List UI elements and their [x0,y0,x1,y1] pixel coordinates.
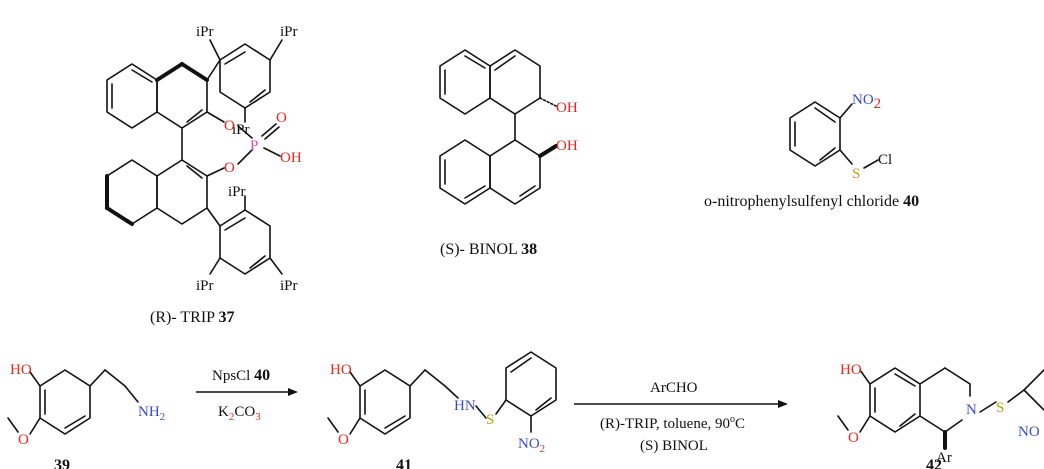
c42-number: 42 [926,457,942,469]
c41-ho-label: HO [330,362,352,378]
trip-ipr-label: iPr [280,24,298,40]
arrow2-above: ArCHO [650,380,698,396]
arrow2-binol: (S) BINOL [640,438,708,454]
trip-o-label: O [224,160,235,176]
c39-number: 39 [54,457,70,469]
trip-ipr-label: iPr [280,278,298,294]
npscl-caption: o-nitrophenylsulfenyl chloride 40 [704,193,919,210]
c41-s-label: S [486,412,494,428]
c41-hn-label: HN [454,398,476,414]
c42-s-label: S [996,400,1004,416]
npscl-cl-label: Cl [878,152,892,168]
binol-caption: (S)- BINOL 38 [440,241,537,258]
trip-o-label: O [276,110,287,126]
compound-41: HO O HN S NO2 41 [327,351,557,469]
compound-42: HO O N S Ar NO 42 [837,362,1044,469]
trip-o-label: O [224,118,235,134]
arrow-2: ArCHO (R)-TRIP, toluene, 90oC (S) BINOL [574,380,788,454]
trip-p-label: P [250,138,258,154]
npscl-no2-label: NO2 [852,92,881,112]
c42-n-label: N [966,402,977,418]
arrow-1: NpsCl 40 K2CO3 [196,367,298,423]
binol-oh-label: OH [556,138,578,154]
npscl-s-label: S [852,166,860,182]
compound-39: HO O NH2 39 [7,362,165,469]
c39-ho-label: HO [10,362,32,378]
trip-ipr-label: iPr [232,122,250,138]
c39-nh2-label: NH2 [138,404,165,423]
c41-no2-label: NO2 [518,436,545,455]
c39-o-label: O [18,432,29,448]
trip-ipr-label: iPr [228,184,246,200]
trip-caption: (R)- TRIP 37 [150,309,234,326]
c42-ho-label: HO [840,362,862,378]
c41-number: 41 [396,457,412,469]
npscl-structure: NO2 S Cl o-nitrophenylsulfenyl chloride … [704,92,919,210]
trip-ipr-label: iPr [196,278,214,294]
c42-ar-label: Ar [936,450,952,466]
c42-o-label: O [848,430,859,446]
c41-o-label: O [338,432,349,448]
arrow1-base: K2CO3 [218,404,261,423]
trip-oh-label: OH [280,150,302,166]
arrow1-reagent: NpsCl 40 [212,367,270,384]
arrow2-conditions: (R)-TRIP, toluene, 90oC [600,414,745,432]
binol-oh-label: OH [556,100,578,116]
trip-ipr-label: iPr [196,24,214,40]
c42-no-label: NO [1018,424,1040,440]
binol-structure: OH OH (S)- BINOL 38 [439,49,578,258]
trip-structure: iPr iPr iPr O O P O OH iPr iPr iPr (R)- … [105,24,302,326]
